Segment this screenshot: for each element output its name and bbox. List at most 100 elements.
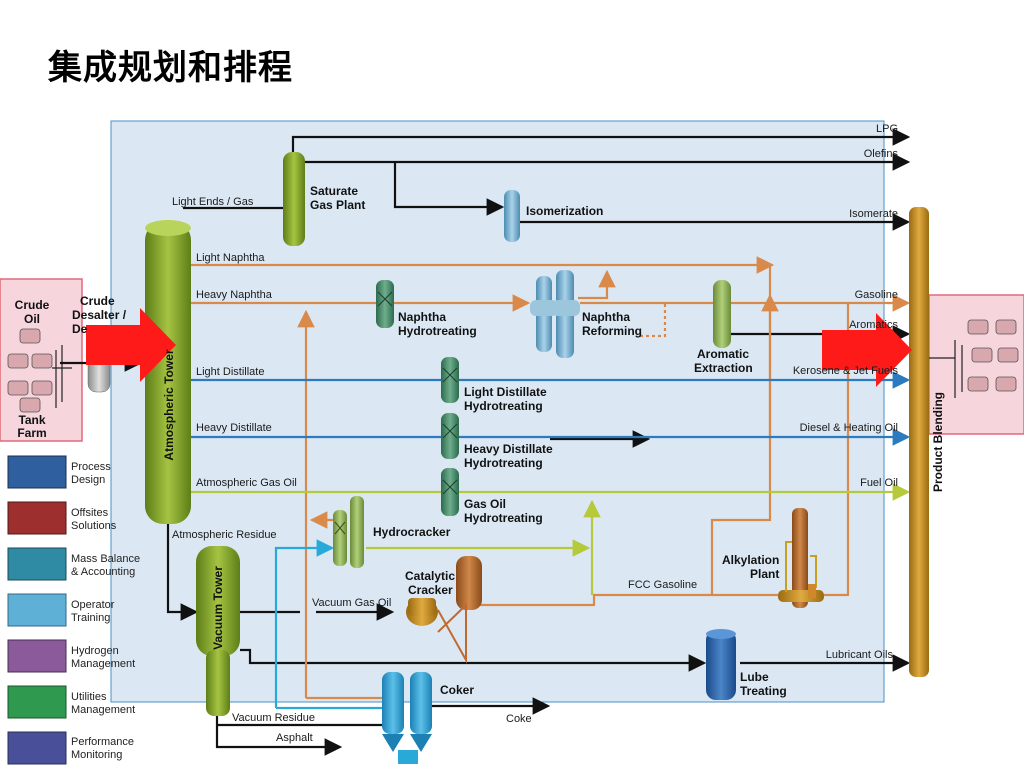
legend-label-3a: Mass Balance [71, 553, 140, 565]
stream-atmospheric-residue: Atmospheric Residue [172, 529, 277, 541]
stream-vacuum-residue: Vacuum Residue [232, 712, 315, 724]
alkylation-plant-label-2: Plant [750, 567, 779, 581]
vacuum-tower [196, 546, 240, 716]
aromatic-extraction-label-1: Aromatic [697, 347, 749, 361]
legend-item-utilities-management: Utilities Management [7, 685, 135, 719]
legend-item-offsites-solutions: Offsites Solutions [7, 501, 117, 535]
red-arrow-input [86, 308, 176, 382]
desalter-label-1: Crude [80, 294, 115, 308]
stream-vacuum-gas-oil: Vacuum Gas Oil [312, 597, 391, 609]
product-isomerate: Isomerate [849, 208, 898, 220]
stream-light-distillate: Light Distillate [196, 366, 264, 378]
legend-label-1a: Process [71, 461, 111, 473]
product-blending-label: Product Blending [931, 392, 945, 492]
crude-oil-label-2: Oil [24, 312, 40, 326]
legend-label-4a: Operator [71, 599, 115, 611]
atmospheric-tower-label: Atmospheric Tower [162, 349, 176, 460]
stream-asphalt: Asphalt [276, 732, 313, 744]
stream-coke: Coke [506, 713, 532, 725]
tank-farm-label-1: Tank [18, 413, 45, 427]
heavy-distillate-hydrotreating-vessel [441, 413, 459, 459]
legend-label-6b: Management [71, 704, 135, 716]
gas-oil-hydrotreating-vessel [441, 468, 459, 516]
stream-fcc-gasoline: FCC Gasoline [628, 579, 697, 591]
naphtha-hydrotreating-label-2: Hydrotreating [398, 324, 477, 338]
storage-tanks-icon [7, 328, 53, 413]
catalytic-cracker-label-1: Catalytic [405, 569, 455, 583]
lube-treating-label-1: Lube [740, 670, 769, 684]
legend: Process Design Offsites Solutions Mass B… [7, 455, 140, 765]
crude-oil-label-1: Crude [15, 298, 50, 312]
legend-item-mass-balance: Mass Balance & Accounting [7, 547, 140, 581]
product-lpg: LPG [876, 123, 898, 135]
legend-label-5a: Hydrogen [71, 645, 119, 657]
saturate-gas-plant-vessel [283, 152, 305, 246]
alkylation-plant-label-1: Alkylation [722, 553, 779, 567]
legend-label-1b: Design [71, 474, 105, 486]
crude-oil-tank-farm-box: Crude Oil Tank Farm [0, 278, 83, 442]
heavy-distillate-hydrotreating-label-1: Heavy Distillate [464, 442, 553, 456]
lube-treating-label-2: Treating [740, 684, 787, 698]
product-blending-column [909, 207, 929, 677]
light-distillate-hydrotreating-label-1: Light Distillate [464, 385, 547, 399]
naphtha-reforming-vessels [530, 270, 580, 358]
legend-item-process-design: Process Design [7, 455, 111, 489]
legend-item-performance-monitoring: Performance Monitoring [7, 731, 134, 765]
gas-oil-hydrotreating-label-1: Gas Oil [464, 497, 506, 511]
aromatic-extraction-vessel [713, 280, 731, 348]
product-diesel-heating: Diesel & Heating Oil [800, 422, 898, 434]
aromatic-extraction-label-2: Extraction [694, 361, 753, 375]
hydrocracker-vessels [333, 496, 364, 568]
legend-item-hydrogen-management: Hydrogen Management [7, 639, 135, 673]
catalytic-cracker-vessels [406, 556, 482, 664]
stream-light-ends-gas: Light Ends / Gas [172, 196, 254, 208]
naphtha-hydrotreating-label-1: Naphtha [398, 310, 446, 324]
legend-label-6a: Utilities [71, 691, 107, 703]
catalytic-cracker-label-2: Cracker [408, 583, 453, 597]
hydrocracker-label: Hydrocracker [373, 525, 451, 539]
coker-label: Coker [440, 683, 474, 697]
product-tanks-box [928, 294, 1024, 435]
saturate-gas-plant-label-2: Gas Plant [310, 198, 365, 212]
light-distillate-hydrotreating-label-2: Hydrotreating [464, 399, 543, 413]
tank-farm-label-2: Farm [17, 426, 46, 440]
product-gasoline: Gasoline [855, 289, 898, 301]
desalter-label-2: Desalter / [72, 308, 127, 322]
legend-label-4b: Training [71, 612, 110, 624]
legend-label-3b: & Accounting [71, 566, 135, 578]
isomerization-vessel [504, 190, 520, 242]
alkylation-plant-vessels [778, 508, 824, 608]
stream-atmospheric-gas-oil: Atmospheric Gas Oil [196, 477, 297, 489]
product-olefins: Olefins [864, 148, 899, 160]
naphtha-reforming-label-1: Naphtha [582, 310, 630, 324]
product-fuel-oil: Fuel Oil [860, 477, 898, 489]
atmospheric-tower [145, 220, 191, 524]
gas-oil-hydrotreating-label-2: Hydrotreating [464, 511, 543, 525]
vacuum-tower-label: Vacuum Tower [211, 566, 225, 650]
light-distillate-hydrotreating-vessel [441, 357, 459, 403]
stream-heavy-distillate: Heavy Distillate [196, 422, 272, 434]
lube-treating-vessel [706, 629, 736, 700]
product-lubricant-oils: Lubricant Oils [826, 649, 894, 661]
legend-item-operator-training: Operator Training [7, 593, 115, 627]
stream-heavy-naphtha: Heavy Naphtha [196, 289, 273, 301]
saturate-gas-plant-label-1: Saturate [310, 184, 358, 198]
legend-label-5b: Management [71, 658, 135, 670]
slide-title: 集成规划和排程 [48, 48, 293, 88]
stream-light-naphtha: Light Naphtha [196, 252, 265, 264]
red-arrow-output [822, 313, 912, 387]
heavy-distillate-hydrotreating-label-2: Hydrotreating [464, 456, 543, 470]
legend-label-2b: Solutions [71, 520, 117, 532]
legend-label-7b: Monitoring [71, 749, 122, 761]
coker-vessels [382, 672, 432, 764]
legend-label-2a: Offsites [71, 507, 109, 519]
product-aromatics: Aromatics [849, 319, 898, 331]
desalter-label-3: De [72, 322, 88, 336]
legend-label-7a: Performance [71, 736, 134, 748]
naphtha-hydrotreating-vessel [376, 280, 394, 328]
naphtha-reforming-label-2: Reforming [582, 324, 642, 338]
product-tanks-icon [967, 319, 1019, 392]
product-kerosene-jet: Kerosene & Jet Fuels [793, 365, 899, 377]
isomerization-label: Isomerization [526, 204, 603, 218]
